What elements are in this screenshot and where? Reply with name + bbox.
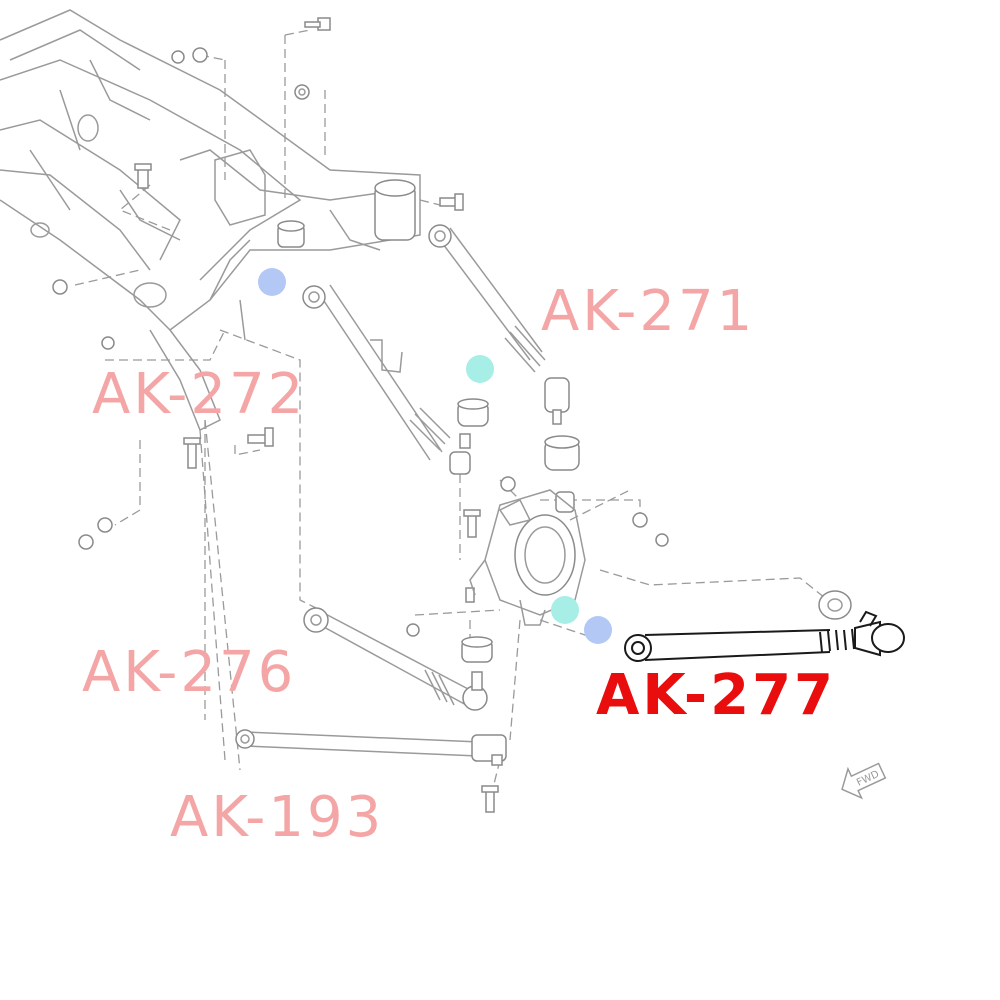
nut bbox=[101, 336, 115, 350]
blue-marker bbox=[584, 616, 612, 644]
bolt bbox=[247, 427, 274, 447]
bolt bbox=[134, 163, 152, 189]
fwd-arrow-icon: FWD bbox=[841, 762, 887, 800]
bolt bbox=[304, 17, 331, 31]
bolt bbox=[439, 193, 464, 211]
lateral-rod bbox=[235, 729, 507, 766]
highlighted-arm-ak277 bbox=[624, 610, 905, 662]
bolt bbox=[183, 437, 201, 469]
toe-arm bbox=[302, 284, 489, 475]
nut bbox=[632, 512, 669, 547]
nut bbox=[52, 279, 68, 295]
teal-marker bbox=[466, 355, 494, 383]
part-label-ak193: AK-193 bbox=[170, 785, 385, 850]
rear-subframe bbox=[0, 9, 421, 432]
arm-bushing bbox=[818, 590, 852, 620]
position-markers bbox=[258, 268, 612, 644]
nut bbox=[406, 623, 420, 637]
nut bbox=[294, 84, 310, 100]
bolt bbox=[465, 587, 475, 603]
upper-control-arm bbox=[428, 224, 580, 513]
part-label-ak271: AK-271 bbox=[541, 279, 756, 344]
blue-marker bbox=[258, 268, 286, 296]
nut bbox=[78, 517, 113, 550]
part-label-ak272: AK-272 bbox=[92, 362, 307, 427]
teal-marker bbox=[551, 596, 579, 624]
lower-arm bbox=[303, 607, 493, 711]
assembly-guide-lines bbox=[74, 29, 826, 801]
knuckle bbox=[469, 489, 586, 626]
nut bbox=[500, 476, 516, 492]
bolt bbox=[463, 509, 481, 538]
bolt bbox=[481, 785, 499, 813]
part-label-ak276: AK-276 bbox=[82, 640, 297, 705]
fasteners bbox=[52, 17, 669, 813]
nut bbox=[171, 47, 208, 64]
part-label-ak277: AK-277 bbox=[596, 663, 837, 728]
